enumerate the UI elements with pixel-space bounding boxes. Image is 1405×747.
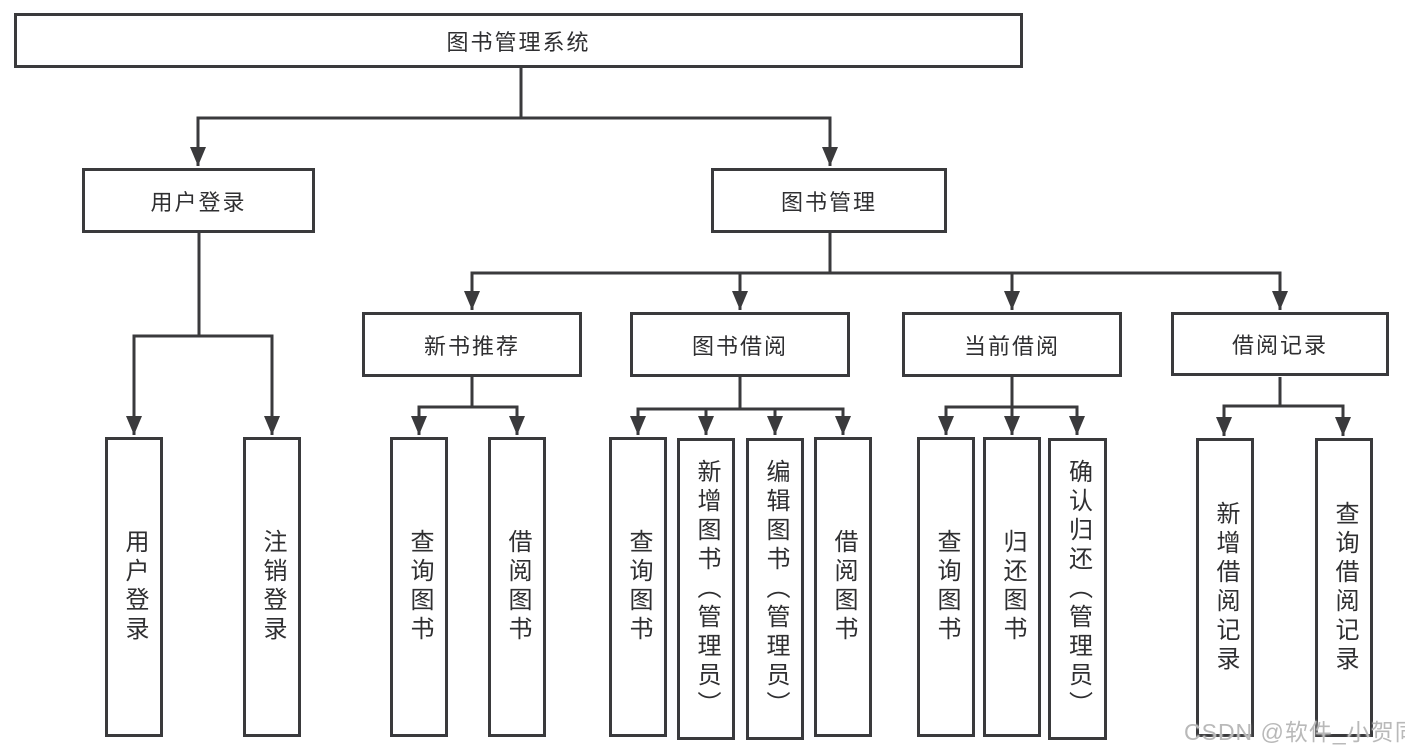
leaf-add-book-admin-label: 新增图书（管理员） <box>693 458 720 720</box>
root-node-label: 图书管理系统 <box>446 29 591 55</box>
branch-current-borrow: 当前借阅 <box>902 312 1122 377</box>
leaf-query-books-recommend-label: 查询图书 <box>406 529 433 645</box>
branch-book-management-label: 图书管理 <box>780 189 877 215</box>
leaf-user-login: 用户登录 <box>105 437 163 737</box>
leaf-logout: 注销登录 <box>243 437 301 737</box>
leaf-borrow-books-recommend: 借阅图书 <box>488 437 546 737</box>
connectors-group <box>126 67 1351 436</box>
leaf-confirm-return-admin: 确认归还（管理员） <box>1048 438 1107 740</box>
leaf-query-books-current: 查询图书 <box>917 437 975 737</box>
leaf-add-borrow-record-label: 新增借阅记录 <box>1212 500 1239 675</box>
branch-borrow-records-label: 借阅记录 <box>1231 333 1328 358</box>
csdn-watermark: CSDN @软件_小贺同学 <box>1184 719 1405 745</box>
branch-user-login: 用户登录 <box>82 168 315 233</box>
leaf-add-borrow-record: 新增借阅记录 <box>1196 438 1254 737</box>
branch-book-management: 图书管理 <box>711 168 947 233</box>
branch-new-book-recommend-label: 新书推荐 <box>423 333 520 359</box>
branch-borrow-records: 借阅记录 <box>1171 312 1389 376</box>
leaf-query-borrow-record: 查询借阅记录 <box>1315 438 1373 737</box>
branch-user-login-label: 用户登录 <box>150 189 247 215</box>
leaf-edit-book-admin-label: 编辑图书（管理员） <box>762 458 789 720</box>
leaf-borrow-books-recommend-label: 借阅图书 <box>504 529 531 645</box>
leaf-query-books-recommend: 查询图书 <box>390 437 448 737</box>
leaf-edit-book-admin: 编辑图书（管理员） <box>746 438 804 740</box>
leaf-query-books-current-label: 查询图书 <box>933 529 960 645</box>
leaf-borrow-books-borrow-label: 借阅图书 <box>830 529 857 645</box>
branch-new-book-recommend: 新书推荐 <box>362 312 582 377</box>
leaf-confirm-return-admin-label: 确认归还（管理员） <box>1064 458 1092 720</box>
leaf-query-books-borrow-label: 查询图书 <box>625 529 652 645</box>
leaf-query-borrow-record-label: 查询借阅记录 <box>1331 500 1358 675</box>
leaf-borrow-books-borrow: 借阅图书 <box>814 437 872 737</box>
leaf-query-books-borrow: 查询图书 <box>609 437 667 737</box>
leaf-add-book-admin: 新增图书（管理员） <box>677 438 735 740</box>
branch-current-borrow-label: 当前借阅 <box>963 333 1060 359</box>
leaf-user-login-label: 用户登录 <box>121 529 148 645</box>
root-node: 图书管理系统 <box>14 13 1023 68</box>
branch-book-borrow: 图书借阅 <box>630 312 850 377</box>
leaf-logout-label: 注销登录 <box>259 529 286 645</box>
leaf-return-book: 归还图书 <box>983 437 1041 737</box>
branch-book-borrow-label: 图书借阅 <box>691 333 788 359</box>
leaf-return-book-label: 归还图书 <box>999 529 1026 645</box>
